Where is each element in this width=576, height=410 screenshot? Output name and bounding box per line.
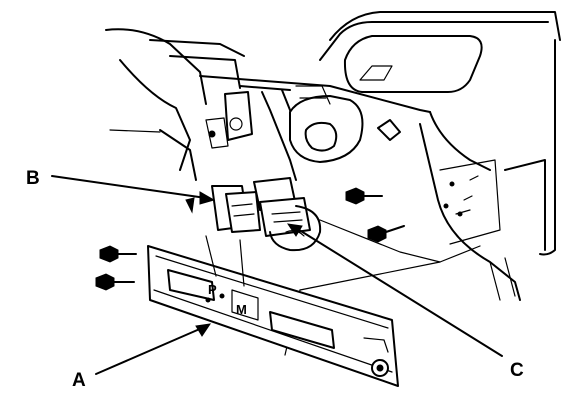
bolt-upper-left <box>99 245 137 263</box>
bolt-right-upper <box>345 187 383 205</box>
part-marking-right: M <box>236 302 247 317</box>
bolt-lower-left <box>95 273 135 291</box>
leader-line-b <box>51 175 216 205</box>
connector-c <box>253 177 322 252</box>
part-marking-left: P <box>208 282 217 297</box>
mounting-bracket-a: P M <box>147 235 399 387</box>
callout-b: B <box>26 168 40 189</box>
leader-line-a <box>95 323 212 375</box>
callout-c: C <box>510 360 524 381</box>
bolt-right-lower <box>367 225 405 243</box>
steering-column <box>205 85 401 181</box>
callout-a: A <box>72 370 86 391</box>
dashboard-housing <box>105 11 561 356</box>
leader-line-c <box>286 223 503 357</box>
connector-b <box>185 185 261 233</box>
